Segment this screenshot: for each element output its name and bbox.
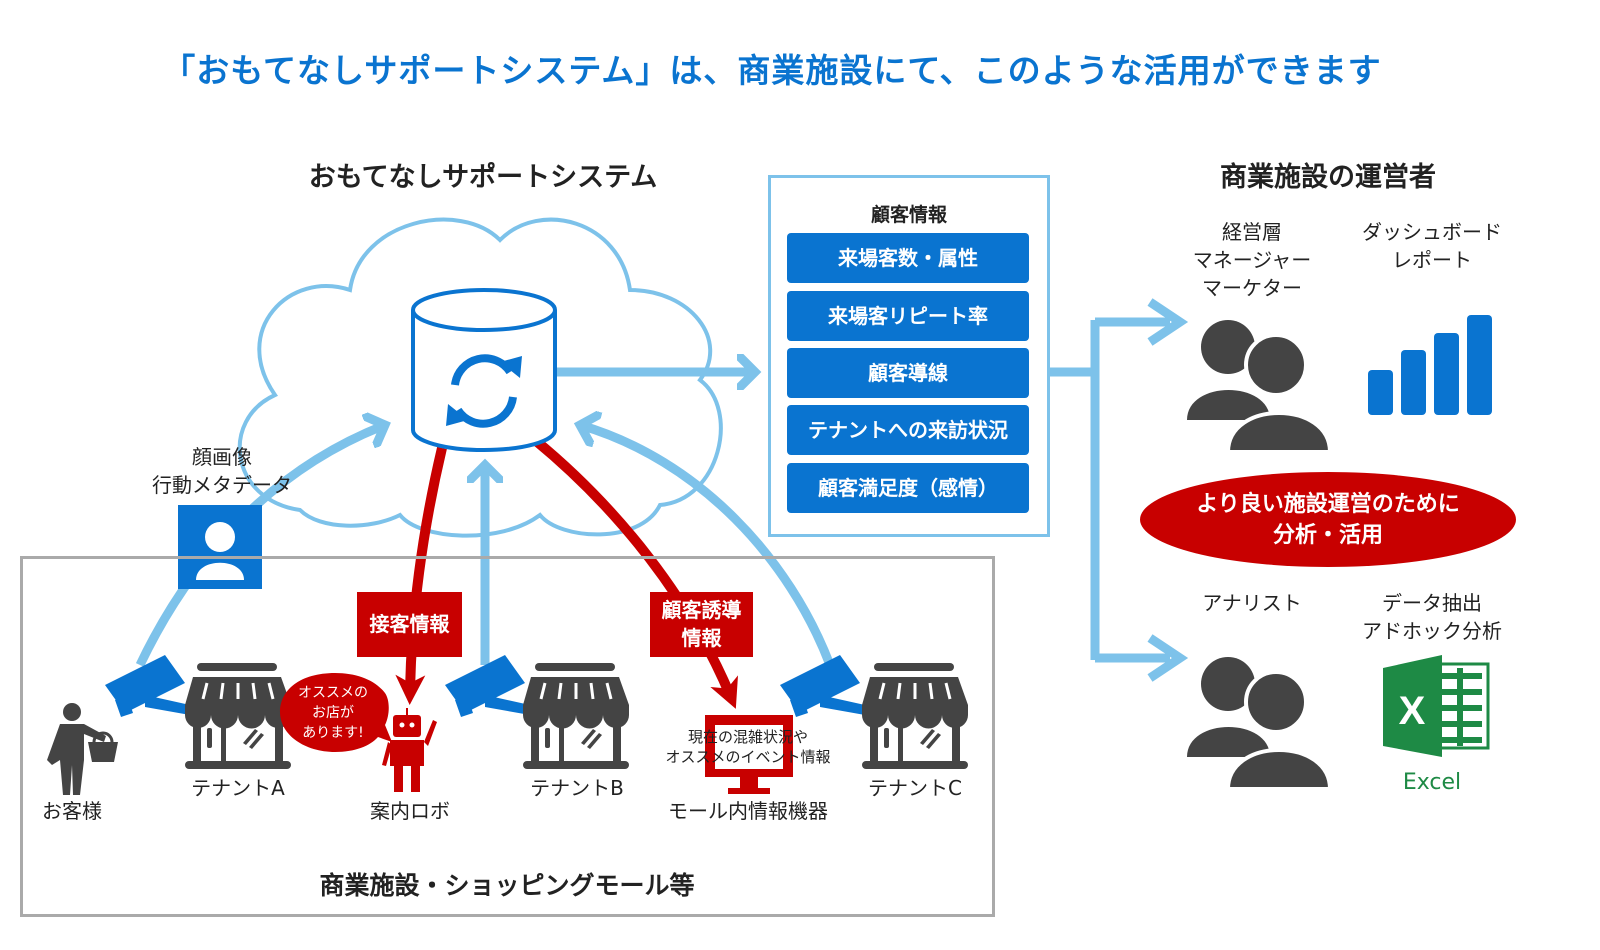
label-line: マーケター xyxy=(1201,276,1302,300)
arrowhead-analyst xyxy=(1147,634,1189,682)
flow-info-to-operators xyxy=(1048,317,1170,663)
customer-info-title: 顧客情報 xyxy=(870,204,948,226)
goal-line: 分析・活用 xyxy=(1272,522,1383,548)
arrowhead-managers xyxy=(1147,298,1189,346)
tenant-a-label: テナントA xyxy=(191,776,285,800)
label-line: 経営層 xyxy=(1221,220,1282,244)
robot-label: 案内ロボ xyxy=(370,799,450,823)
dashboard-bar-icon xyxy=(1368,315,1492,415)
managers-label: 経営層 マネージャー マーケター xyxy=(1193,218,1312,302)
customer-icon xyxy=(47,703,118,795)
speech-line: あります! xyxy=(302,725,364,741)
service-info-label: 接客情報 xyxy=(357,592,462,657)
speech-bubble xyxy=(280,673,392,752)
speech-line: オススメの xyxy=(298,685,368,701)
tenant-b-label: テナントB xyxy=(530,776,624,800)
device-line: 現在の混雑状況や xyxy=(687,728,809,746)
system-title: おもてなしサポートシステム xyxy=(308,162,658,193)
camera-icons xyxy=(105,655,865,717)
dashboard-label: ダッシュボード レポート xyxy=(1362,218,1502,274)
guidance-info-label: 顧客誘導 情報 xyxy=(650,592,753,657)
robot-icon xyxy=(382,708,437,792)
camera-icon-1 xyxy=(105,655,190,717)
speech-line: お店が xyxy=(312,705,354,721)
store-icon-a xyxy=(185,663,291,769)
label-line: 情報 xyxy=(681,626,722,650)
label-line: マネージャー xyxy=(1192,248,1312,272)
label-line: データ抽出 xyxy=(1382,591,1482,615)
device-text: 現在の混雑状況や オススメのイベント情報 xyxy=(665,727,830,767)
info-item-tenant-visits: テナントへの来訪状況 xyxy=(787,405,1029,455)
label-line: 行動メタデータ xyxy=(152,473,292,497)
info-item-satisfaction: 顧客満足度（感情） xyxy=(787,463,1029,513)
mall-title: 商業施設・ショッピングモール等 xyxy=(319,871,695,900)
robot-speech-text: オススメの お店が あります! xyxy=(298,683,368,743)
customer-info-panel: 顧客情報 来場客数・属性 来場客リピート率 顧客導線 テナントへの来訪状況 顧客… xyxy=(768,175,1050,537)
info-item-flow: 顧客導線 xyxy=(787,348,1029,398)
label-line: レポート xyxy=(1392,248,1472,272)
mall-area xyxy=(20,556,995,917)
database-icon xyxy=(411,288,557,452)
people-icon-analyst xyxy=(1185,655,1332,791)
face-image-label: 顔画像 行動メタデータ xyxy=(152,443,292,499)
analyst-label: アナリスト xyxy=(1202,591,1302,615)
people-icon-managers xyxy=(1187,320,1333,454)
operator-title: 商業施設の運営者 xyxy=(1220,162,1436,193)
goal-ellipse: より良い施設運営のために 分析・活用 xyxy=(1140,472,1516,567)
customer-label: お客様 xyxy=(42,799,102,823)
device-line: オススメのイベント情報 xyxy=(665,748,831,766)
camera-icon-2 xyxy=(445,655,530,717)
device-label: モール内情報機器 xyxy=(668,799,828,823)
svg-text:X: X xyxy=(1399,689,1426,733)
label-line: ダッシュボード xyxy=(1362,220,1502,244)
excel-icon: X xyxy=(1383,655,1490,757)
label-line: 顧客誘導 xyxy=(661,598,742,622)
adhoc-label: データ抽出 アドホック分析 xyxy=(1362,589,1502,645)
info-device-icon xyxy=(705,715,793,794)
tenant-c-label: テナントC xyxy=(868,776,962,800)
flow-tenantc-to-cloud xyxy=(580,425,835,667)
excel-label: Excel xyxy=(1402,770,1462,795)
label-line: アドホック分析 xyxy=(1362,619,1502,643)
info-item-visitors: 来場客数・属性 xyxy=(787,233,1029,283)
label-line: 顔画像 xyxy=(192,445,252,469)
camera-icon-3 xyxy=(780,655,865,717)
goal-line: より良い施設運営のために xyxy=(1196,491,1460,517)
main-title: 「おもてなしサポートシステム」は、商業施設にて、このような活用ができます xyxy=(162,51,1382,90)
info-item-repeat-rate: 来場客リピート率 xyxy=(787,291,1029,341)
face-image-icon xyxy=(178,505,262,589)
